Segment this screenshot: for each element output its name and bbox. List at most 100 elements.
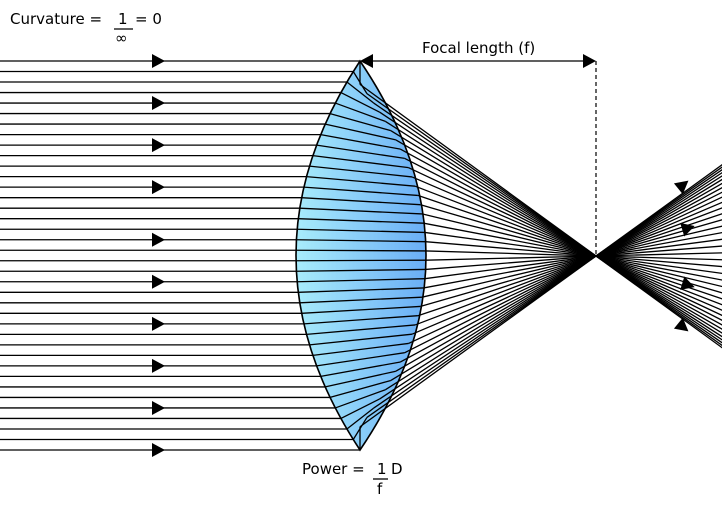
ray-refracted [419,219,722,308]
curvature-numerator: 1 [118,10,128,28]
ray-in-lens [296,268,426,272]
ray [0,197,722,294]
ray-in-lens [296,259,426,262]
ray-in-lens [325,370,397,388]
ray-refracted [390,178,722,382]
focal-length-label: Focal length (f) [422,39,535,57]
ray-in-lens [346,81,374,104]
ray [0,70,722,347]
ray [0,81,722,344]
ray-in-lens [325,123,397,141]
ray-refracted [417,194,722,300]
ray-refracted [408,167,722,317]
ray-in-lens [309,165,413,178]
ray-refracted [411,176,722,311]
ray [0,207,722,288]
power-numerator: 1 [377,460,387,478]
ray [0,201,722,346]
ray-refracted [419,204,722,294]
ray-refracted [379,111,722,341]
ray-refracted [423,231,722,289]
ray-in-lens [309,333,413,346]
ray-refracted [373,169,722,409]
ray [0,249,722,261]
ray-in-lens [301,197,421,206]
ray-in-lens [316,352,405,367]
ray [0,231,722,293]
ray-refracted [424,238,722,280]
ray-in-lens [320,133,401,150]
ray [0,171,722,420]
ray-refracted [423,222,722,281]
ray-refracted [424,231,722,275]
ray-refracted [425,245,722,271]
ray-in-lens [306,324,416,335]
ray [0,91,722,341]
ray-in-lens [303,186,418,197]
ray [0,178,722,399]
ray [0,102,722,338]
ray-in-lens [316,144,405,160]
rays [0,60,722,451]
arrow-diverging-icon [673,180,689,195]
ray-in-lens [299,207,423,215]
ray-refracted [425,250,722,261]
power-denominator: f [377,480,383,498]
ray [0,252,722,262]
ray [0,239,722,268]
ray-in-lens [312,342,409,357]
ray [0,245,722,272]
arrow-right-icon [583,54,596,68]
ray-in-lens [301,305,421,314]
ray-refracted [404,157,722,322]
ray-refracted [385,175,722,391]
ray [0,219,722,314]
ray [0,228,722,275]
focal-length-dimension [360,54,597,256]
ray [0,175,722,409]
ray-refracted [411,201,722,335]
ray [0,238,722,283]
arrow-left-icon [360,54,373,68]
ray-refracted [404,191,722,354]
ray [0,186,722,378]
ray-refracted [390,130,722,334]
ray [0,169,722,430]
ray-in-lens [335,102,386,123]
ray-in-lens [312,154,409,169]
ray-in-lens [329,112,392,132]
ray [0,133,722,326]
ray-refracted [421,213,722,288]
ray-in-lens [298,218,424,224]
ray [0,164,722,451]
ray [0,182,722,388]
ray-refracted [425,241,722,268]
ray-in-lens [299,296,423,304]
curvature-suffix: = 0 [135,10,162,28]
ray-refracted [379,171,722,400]
ray [0,123,722,330]
ray-refracted [385,120,722,338]
lens-outline [295,59,427,452]
ray [0,175,722,306]
ray-in-lens [346,407,374,430]
ray [0,213,722,325]
ray-refracted [425,252,722,261]
ray-refracted [373,102,722,344]
ray-refracted [421,225,722,298]
ray-refracted [366,93,722,347]
ray-in-lens [303,315,418,325]
ray-refracted [414,207,722,326]
lens [296,61,426,450]
ray-refracted [359,83,722,349]
ray-refracted [395,182,722,372]
arrow-diverging-icon [673,317,689,332]
ray-refracted [400,186,722,363]
ray [0,112,722,334]
ray-in-lens [296,239,426,243]
ray [0,196,722,357]
ray-refracted [400,148,722,326]
power-unit: D [391,460,403,478]
ray [0,165,722,311]
